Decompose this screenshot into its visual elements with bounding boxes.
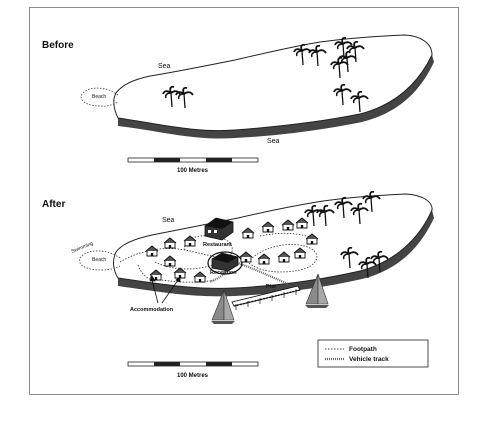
after-accommodation-label: Accommodation (130, 307, 174, 313)
after-heading: After (42, 199, 65, 210)
accommodation-arrows (149, 275, 181, 304)
after-scale-label: 100 Metres (177, 373, 209, 379)
before-scale-bar: 100 Metres (127, 157, 259, 174)
before-island (113, 34, 433, 132)
after-swimming-label: Swimming (71, 241, 95, 255)
after-island (113, 193, 433, 289)
after-pier-label: Pier (266, 284, 277, 290)
after-scale-bar: 100 Metres (127, 361, 259, 379)
after-map: After Beach Swimming Sea (42, 190, 434, 379)
pier (231, 285, 301, 310)
legend: Footpath Vehicle track (317, 339, 429, 368)
after-restaurant-label: Restaurant (203, 242, 232, 248)
before-sea-top-label: Sea (158, 63, 171, 70)
before-beach (80, 87, 119, 107)
before-beach-label: Beach (92, 94, 106, 100)
legend-footpath-label: Footpath (349, 346, 377, 353)
after-sea-top-label: Sea (162, 217, 175, 224)
before-scale-label: 100 Metres (177, 168, 209, 174)
restaurant-building (204, 217, 234, 241)
after-island-cliff (118, 210, 434, 297)
before-sea-bottom-label: Sea (267, 138, 280, 145)
legend-vehicle-track-label: Vehicle track (349, 356, 389, 363)
before-map: Before Beach Sea Sea (42, 34, 434, 174)
after-beach (79, 250, 121, 271)
after-beach-label: Beach (92, 257, 106, 263)
before-island-cliff (118, 55, 434, 139)
before-heading: Before (42, 40, 74, 51)
reception-building (207, 251, 243, 275)
after-reception-label: Reception (210, 270, 237, 276)
